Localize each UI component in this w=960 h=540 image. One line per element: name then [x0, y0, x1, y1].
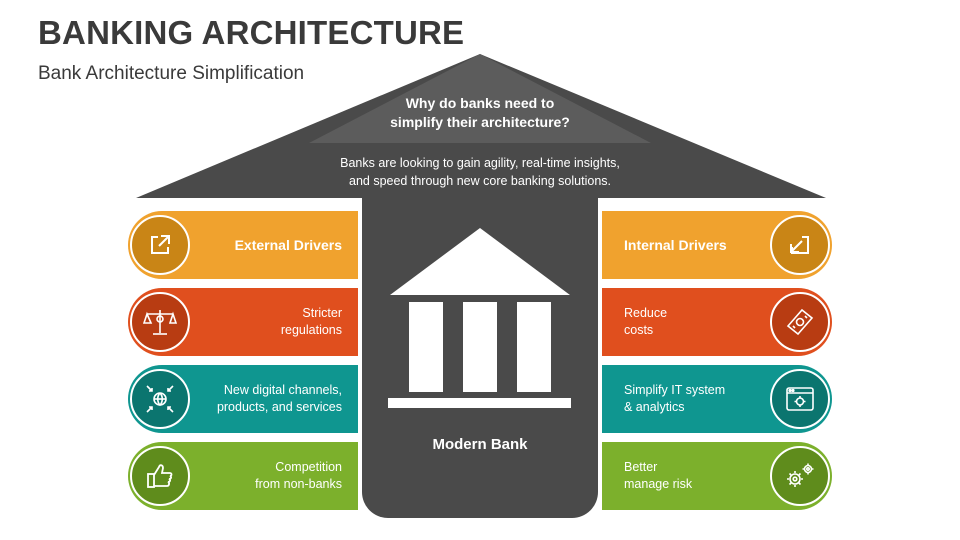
globe-arrows-icon [130, 369, 190, 429]
thumbs-up-icon [130, 446, 190, 506]
center-label: Modern Bank [432, 436, 528, 453]
left-item-digital-channels: New digital channels, products, and serv… [128, 365, 358, 433]
internal-arrow-icon [770, 215, 830, 275]
right-item-simplify-it: Simplify IT system & analytics [602, 365, 832, 433]
left-item-external-drivers: External Drivers [128, 211, 358, 279]
browser-gear-icon [770, 369, 830, 429]
right-item-reduce-costs: Reduce costs [602, 288, 832, 356]
roof-answer: Banks are looking to gain agility, real-… [340, 156, 620, 188]
right-item-internal-drivers: Internal Drivers [602, 211, 832, 279]
money-bill-icon [770, 292, 830, 352]
left-item-regulations: Stricter regulations [128, 288, 358, 356]
external-link-icon [130, 215, 190, 275]
gears-icon [770, 446, 830, 506]
page-subtitle: Bank Architecture Simplification [38, 63, 305, 84]
right-item-manage-risk: Better manage risk [602, 442, 832, 510]
page-title: BANKING ARCHITECTURE [38, 14, 465, 51]
scales-icon [130, 292, 190, 352]
roof-question: Why do banks need to simplify their arch… [390, 95, 570, 130]
left-item-competition: Competition from non-banks [128, 442, 358, 510]
